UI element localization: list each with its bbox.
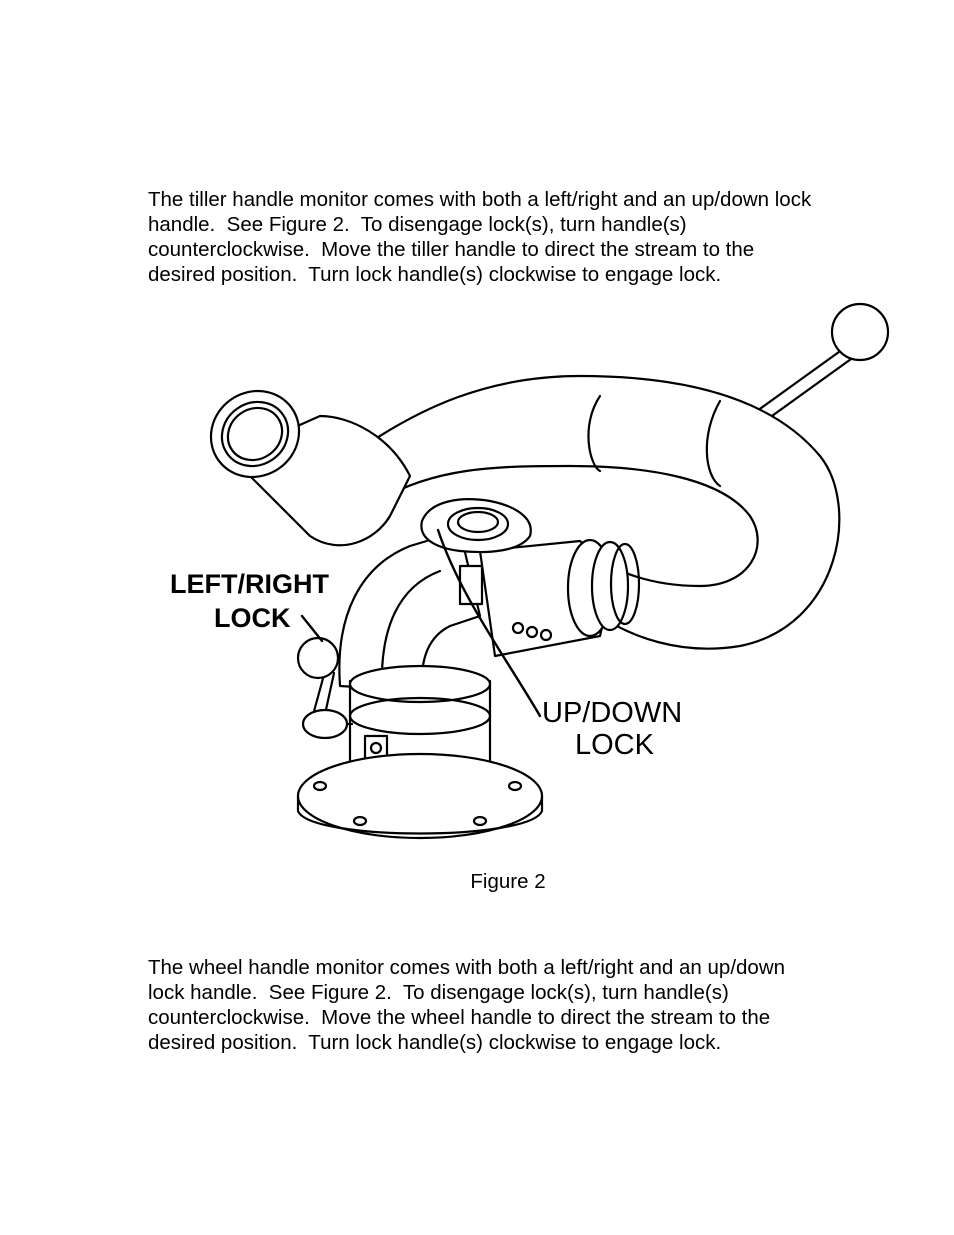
- up-down-lock-leader: [436, 528, 542, 718]
- callout-up-down-line2: LOCK: [575, 729, 655, 761]
- callout-left-right-line2: LOCK: [214, 603, 291, 633]
- paragraph-line: counterclockwise. Move the wheel handle …: [148, 1006, 771, 1029]
- callout-up-down-line1: UP/DOWN: [542, 697, 682, 729]
- elbow-pipe: [338, 529, 482, 693]
- u-pipe-inner: [368, 464, 759, 588]
- tiller-bar: [748, 342, 852, 418]
- paragraph-wheel-handle: The wheel handle monitor comes with both…: [148, 955, 868, 1055]
- paragraph-tiller-handle: The tiller handle monitor comes with bot…: [148, 187, 868, 287]
- callout-left-right-line1: LEFT/RIGHT: [170, 569, 329, 599]
- monitor-illustration: LEFT/RIGHT LOCK UP/DOWN LOCK: [170, 302, 890, 840]
- tiller-ball: [830, 302, 890, 362]
- paragraph-line: The tiller handle monitor comes with bot…: [148, 188, 812, 211]
- left-right-lock-ball: [296, 636, 340, 680]
- left-right-lock-leader: [300, 614, 324, 643]
- paragraph-line: The wheel handle monitor comes with both…: [148, 956, 786, 979]
- paragraph-line: counterclockwise. Move the tiller handle…: [148, 238, 755, 261]
- base-flange: [296, 752, 544, 840]
- figure-caption: Figure 2: [470, 870, 546, 893]
- paragraph-line: desired position. Turn lock handle(s) cl…: [148, 1031, 722, 1054]
- paragraph-line: desired position. Turn lock handle(s) cl…: [148, 263, 722, 286]
- paragraph-line: lock handle. See Figure 2. To disengage …: [148, 981, 729, 1004]
- paragraph-line: handle. See Figure 2. To disengage lock(…: [148, 213, 687, 236]
